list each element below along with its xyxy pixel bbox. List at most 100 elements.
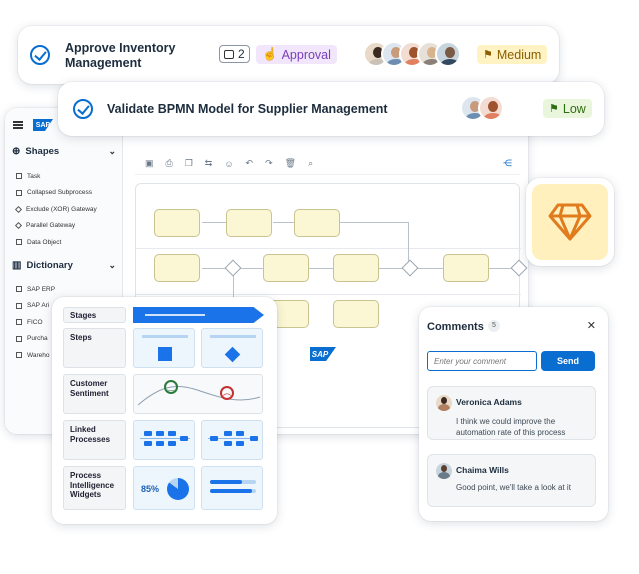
- bpmn-gateway[interactable]: [224, 259, 242, 277]
- gateway-diamond-icon: [224, 346, 241, 363]
- system-icon: [16, 319, 22, 326]
- comment-text: Good point, we'll take a look at it: [456, 483, 571, 492]
- priority-badge: ⚑ Medium: [477, 45, 548, 64]
- section-shapes-header[interactable]: ⊕ Shapes ⌄: [12, 146, 116, 157]
- sidebar-item-parallel-gateway[interactable]: Parallel Gateway: [14, 218, 97, 235]
- step-gateway-cell[interactable]: [201, 328, 263, 368]
- system-icon: [16, 302, 22, 309]
- comment-icon: [224, 49, 234, 59]
- chevron-down-icon: ⌄: [108, 260, 116, 270]
- flag-icon: ⚑: [549, 103, 559, 115]
- kpi-widget-cell[interactable]: 85%: [133, 466, 195, 510]
- system-icon: [16, 335, 22, 342]
- flag-icon: ⚑: [483, 49, 493, 61]
- send-button[interactable]: Send: [541, 351, 595, 371]
- bpmn-task[interactable]: [333, 254, 379, 282]
- bpmn-task[interactable]: [443, 254, 489, 282]
- stage-arrow[interactable]: [133, 307, 264, 323]
- print-icon[interactable]: ⎙: [165, 158, 173, 168]
- sidebar-item-purchasing[interactable]: Purcha: [16, 331, 55, 348]
- xor-gateway-icon: [14, 205, 23, 213]
- sap-logo: SAP: [33, 119, 53, 131]
- subprocess-shape-icon: [16, 189, 22, 196]
- task-title: Approve Inventory Management: [65, 41, 176, 70]
- connect-icon[interactable]: ⇆: [204, 158, 213, 168]
- sentiment-curve: [137, 385, 261, 406]
- comments-count-badge: 5: [488, 320, 500, 332]
- dictionary-list: SAP ERP SAP Ari FICO Purcha Wareho: [16, 281, 55, 364]
- section-title: Dictionary: [26, 260, 73, 271]
- task-shape-icon: [16, 173, 22, 180]
- avatar: [435, 41, 461, 67]
- menu-icon[interactable]: [13, 121, 23, 129]
- bpmn-task[interactable]: [294, 209, 340, 237]
- task-title: Validate BPMN Model for Supplier Managem…: [107, 102, 388, 116]
- bpmn-task[interactable]: [154, 209, 200, 237]
- bar-widget-cell[interactable]: [201, 466, 263, 510]
- bpmn-task[interactable]: [263, 254, 309, 282]
- bpmn-task[interactable]: [226, 209, 272, 237]
- comment-count[interactable]: 2: [219, 45, 250, 63]
- comment-input[interactable]: [427, 351, 537, 371]
- sequence-flow: [273, 222, 294, 223]
- gem-tile: [532, 184, 608, 260]
- search-icon[interactable]: ⌕: [308, 158, 314, 168]
- chevron-down-icon: ⌄: [108, 146, 116, 156]
- linked-process-cell[interactable]: [133, 420, 195, 460]
- bpmn-task[interactable]: [333, 300, 379, 328]
- book-icon: ▥: [12, 260, 22, 271]
- editor-toolbar: ▣ ⎙ ❐ ⇆ ☺ ↶ ↷ 🗑 ⌕ ⋲: [135, 153, 520, 175]
- check-circle-icon: [73, 99, 93, 119]
- swimlane-divider: [136, 294, 521, 295]
- sidebar-item-task[interactable]: Task: [16, 168, 97, 185]
- task-card-validate-bpmn[interactable]: Validate BPMN Model for Supplier Managem…: [58, 82, 604, 136]
- step-task-cell[interactable]: [133, 328, 195, 368]
- sidebar-item-xor-gateway[interactable]: Exclude (XOR) Gateway: [14, 201, 97, 218]
- sequence-flow: [379, 268, 403, 269]
- share-icon[interactable]: ⋲: [503, 158, 512, 168]
- bpmn-task[interactable]: [154, 254, 200, 282]
- comment-item: Chaima Wills Good point, we'll take a lo…: [427, 454, 596, 507]
- sidebar-item-fico[interactable]: FICO: [16, 314, 55, 331]
- sidebar-item-data-object[interactable]: Data Object: [16, 234, 97, 251]
- feature-label: Steps: [63, 328, 126, 368]
- sequence-flow: [233, 274, 234, 314]
- delete-icon[interactable]: 🗑: [284, 158, 297, 168]
- sequence-flow: [239, 268, 263, 269]
- sidebar-item-sap-ariba[interactable]: SAP Ari: [16, 298, 55, 315]
- feature-label: Process Intelligence Widgets: [63, 466, 126, 510]
- comment-author: Chaima Wills: [456, 465, 509, 475]
- close-icon[interactable]: ✕: [586, 320, 596, 332]
- bpmn-gateway[interactable]: [510, 259, 528, 277]
- sequence-flow: [309, 268, 333, 269]
- section-title: Shapes: [25, 146, 60, 157]
- approval-hand-icon: ☝: [262, 47, 278, 61]
- save-icon[interactable]: ▣: [145, 158, 154, 168]
- sentiment-chart-cell[interactable]: ‿ ︵: [133, 374, 263, 414]
- shapes-list: Task Collapsed Subprocess Exclude (XOR) …: [14, 168, 97, 251]
- sidebar-item-warehouse[interactable]: Wareho: [16, 347, 55, 364]
- system-icon: [16, 286, 22, 293]
- task-card-approve-inventory[interactable]: Approve Inventory Management 2 ☝ Approva…: [18, 26, 559, 84]
- user-icon[interactable]: ☺: [224, 158, 234, 169]
- category-badge: ☝ Approval: [256, 45, 337, 64]
- kpi-percentage: 85%: [141, 484, 160, 494]
- sad-face-icon: ︵: [220, 386, 234, 400]
- assignee-avatars[interactable]: [363, 41, 461, 67]
- happy-face-icon: ‿: [164, 380, 178, 394]
- copy-icon[interactable]: ❐: [184, 158, 193, 168]
- kpi-pie-chart: [167, 478, 189, 500]
- bpmn-gateway[interactable]: [401, 259, 419, 277]
- redo-icon[interactable]: ↷: [265, 158, 273, 168]
- sidebar-item-collapsed-subprocess[interactable]: Collapsed Subprocess: [16, 185, 97, 202]
- sequence-flow: [202, 222, 227, 223]
- plus-circle-icon: ⊕: [12, 146, 21, 157]
- assignee-avatars[interactable]: [460, 95, 504, 121]
- sidebar-item-sap-erp[interactable]: SAP ERP: [16, 281, 55, 298]
- diamond-icon: [548, 203, 592, 241]
- sequence-flow: [202, 268, 226, 269]
- task-square-icon: [158, 347, 172, 361]
- undo-icon[interactable]: ↶: [245, 158, 254, 168]
- section-dictionary-header[interactable]: ▥ Dictionary ⌄: [12, 260, 116, 271]
- linked-process-cell[interactable]: [201, 420, 263, 460]
